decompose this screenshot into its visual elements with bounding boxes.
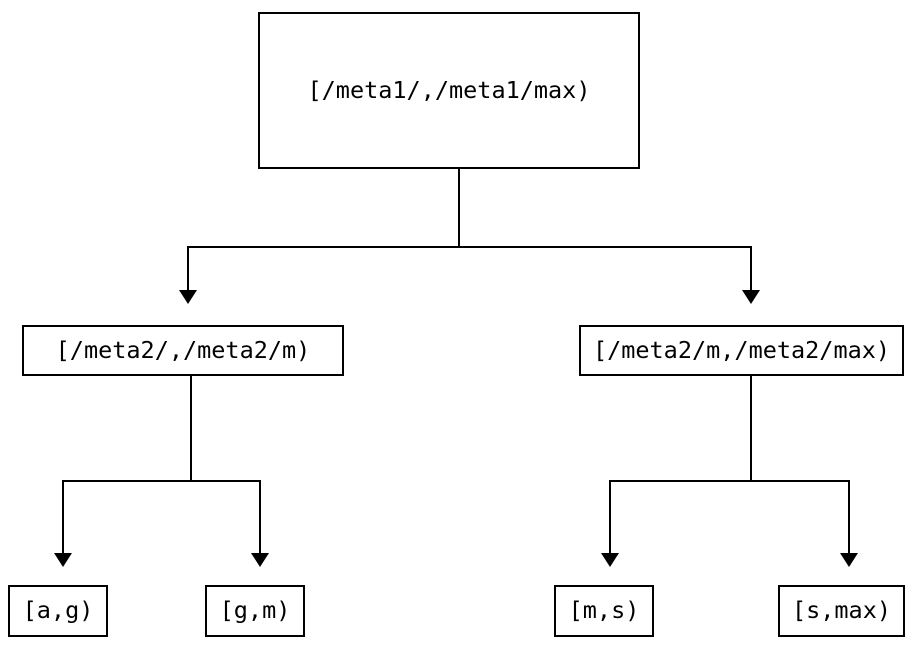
edge-mid-right-to-leaf-smax	[848, 480, 850, 555]
node-mid-left[interactable]: [/meta2/,/meta2/m)	[22, 325, 344, 376]
arrowhead-down-icon-mid-left	[179, 290, 197, 304]
node-mid-left-label: [/meta2/,/meta2/m)	[55, 335, 311, 364]
arrowhead-down-icon-leaf-smax	[840, 553, 858, 567]
arrowhead-down-icon-mid-right	[742, 290, 760, 304]
node-leaf-ag[interactable]: [a,g)	[8, 585, 108, 637]
edge-root-to-mid-right	[750, 246, 752, 292]
node-leaf-ag-label: [a,g)	[22, 596, 94, 625]
node-leaf-smax[interactable]: [s,max)	[778, 585, 905, 637]
edge-mid-right-stem	[750, 376, 752, 481]
node-leaf-gm-label: [g,m)	[219, 596, 291, 625]
edge-mid-left-stem	[190, 376, 192, 481]
node-root-label: [/meta1/,/meta1/max)	[307, 75, 591, 104]
edge-mid-left-to-leaf-ag	[62, 480, 64, 555]
edge-mid-right-to-leaf-ms	[609, 480, 611, 555]
node-mid-right[interactable]: [/meta2/m,/meta2/max)	[579, 325, 904, 376]
node-mid-right-label: [/meta2/m,/meta2/max)	[592, 335, 891, 364]
edge-root-horizontal-bar	[187, 246, 752, 248]
edge-mid-left-horizontal-bar	[62, 480, 261, 482]
edge-mid-left-to-leaf-gm	[259, 480, 261, 555]
arrowhead-down-icon-leaf-ag	[54, 553, 72, 567]
node-leaf-ms[interactable]: [m,s)	[554, 585, 654, 637]
edge-mid-right-horizontal-bar	[609, 480, 850, 482]
arrowhead-down-icon-leaf-gm	[251, 553, 269, 567]
edge-root-to-mid-left	[187, 246, 189, 292]
arrowhead-down-icon-leaf-ms	[601, 553, 619, 567]
edge-root-stem	[458, 169, 460, 247]
node-leaf-gm[interactable]: [g,m)	[205, 585, 305, 637]
node-root[interactable]: [/meta1/,/meta1/max)	[258, 12, 640, 169]
node-leaf-ms-label: [m,s)	[568, 596, 640, 625]
node-leaf-smax-label: [s,max)	[791, 596, 892, 625]
